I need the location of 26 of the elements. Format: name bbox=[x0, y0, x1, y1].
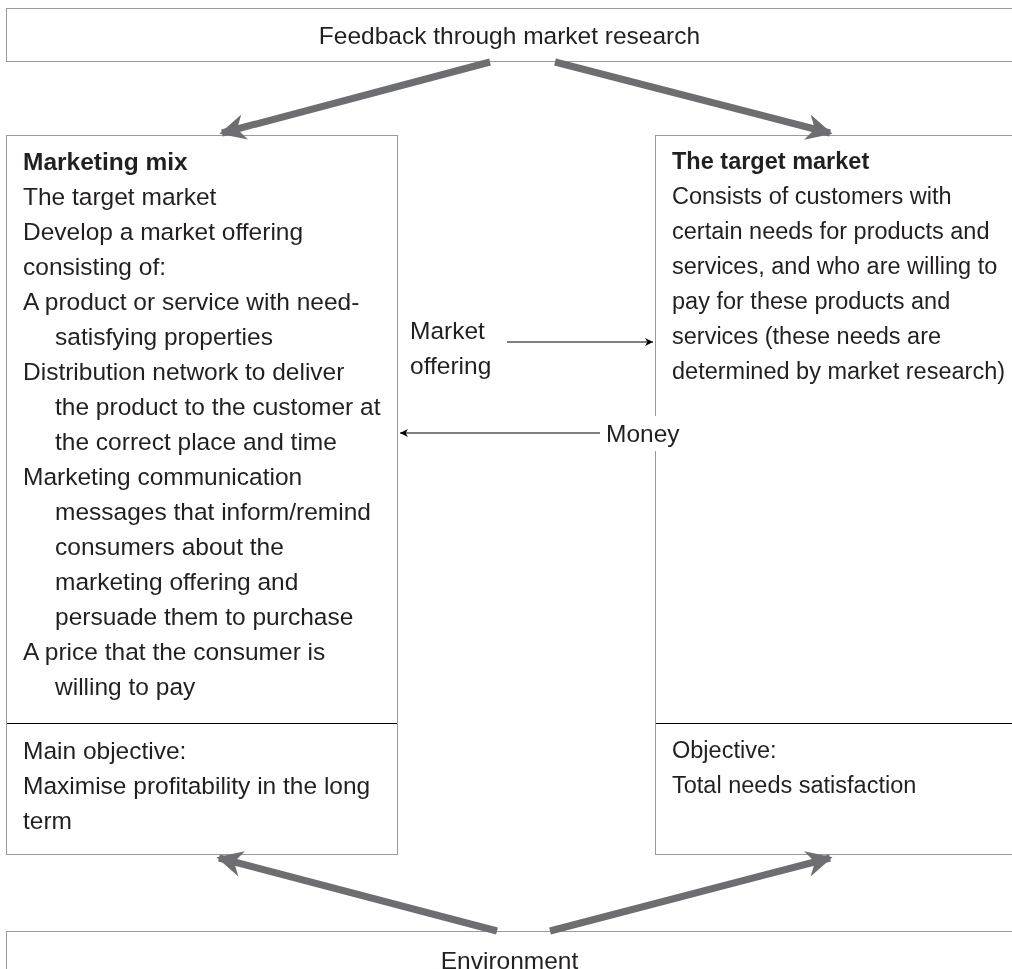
feedback-box bbox=[6, 8, 1012, 62]
text: Marketing communication messages that inform/remind consumers about the marketing offering and persuade them to purchase bbox=[23, 462, 372, 632]
text: Total needs satisfaction bbox=[672, 771, 918, 800]
heading: The target market bbox=[672, 147, 871, 176]
arrow bbox=[549, 851, 833, 935]
arrow bbox=[554, 58, 833, 140]
text: Maximise profitability in the long term bbox=[23, 771, 372, 836]
marketing-mix-box bbox=[6, 135, 398, 855]
arrow bbox=[506, 338, 654, 346]
arrow bbox=[219, 58, 491, 140]
text: The target market bbox=[23, 182, 218, 212]
text: Distribution network to deliver the product to the customer at the correct place and time bbox=[23, 357, 381, 457]
arrow bbox=[216, 851, 498, 935]
text: Money bbox=[606, 419, 681, 449]
text: Consists of customers with certain needs for products and services, and who are willing to pay for these products and services (these needs are determined by market research) bbox=[672, 182, 1007, 386]
text: Objective: bbox=[672, 736, 778, 765]
heading: Marketing mix bbox=[23, 147, 189, 177]
text: Environment bbox=[440, 946, 579, 969]
text: Market offering bbox=[410, 316, 493, 381]
text: Main objective: bbox=[23, 736, 188, 766]
environment-box bbox=[6, 931, 1012, 969]
text: Feedback through market research bbox=[318, 20, 701, 51]
text: A price that the consumer is willing to pay bbox=[23, 637, 327, 702]
text: A product or service with need-satisfying properties bbox=[23, 287, 361, 352]
text: Develop a market offering consisting of: bbox=[23, 217, 305, 282]
arrow bbox=[399, 429, 601, 437]
